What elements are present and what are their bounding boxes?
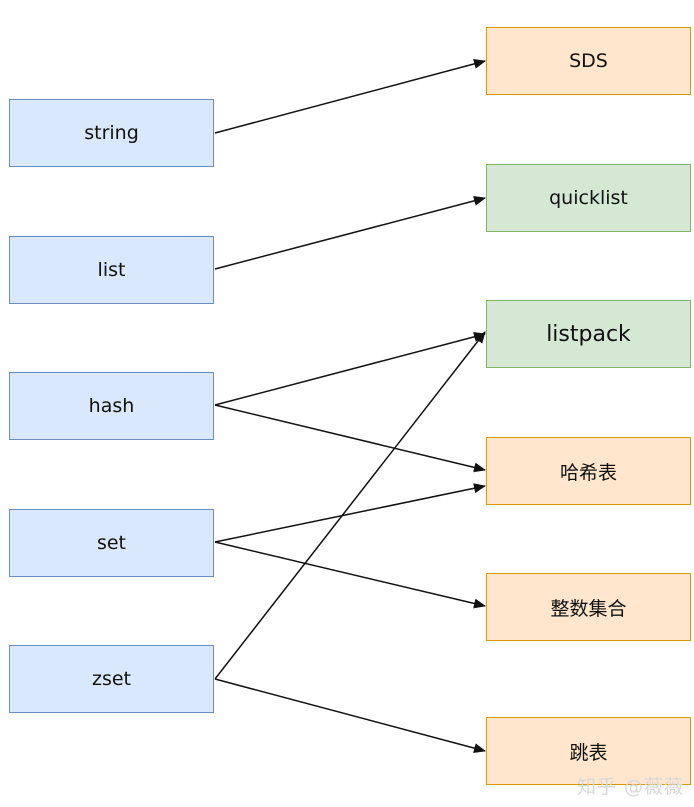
edge-string-sds — [214, 59, 486, 134]
type-set-label: set — [96, 532, 127, 554]
encoding-hashtable-box: 哈希表 — [486, 437, 691, 505]
type-string-label: string — [84, 122, 139, 144]
type-zset-box: zset — [9, 645, 214, 713]
encoding-quicklist-box: quicklist — [486, 164, 691, 232]
encoding-intset-label: 整数集合 — [550, 597, 627, 620]
watermark: 知乎 @薇薇 — [576, 776, 684, 798]
type-list-box: list — [9, 236, 214, 304]
encoding-intset-box: 整数集合 — [486, 573, 691, 641]
encoding-listpack-label: listpack — [546, 321, 631, 347]
edge-zset-listpack — [214, 331, 486, 680]
encoding-sds-box: SDS — [486, 27, 691, 95]
type-string-box: string — [9, 99, 214, 167]
type-set-box: set — [9, 509, 214, 577]
edge-set-hashtable — [214, 483, 486, 543]
edge-list-quicklist — [214, 195, 486, 270]
encoding-skiplist-label: 跳表 — [569, 741, 608, 764]
encoding-quicklist-label: quicklist — [549, 187, 628, 209]
encoding-hashtable-label: 哈希表 — [559, 461, 617, 484]
encoding-listpack-box: listpack — [486, 300, 691, 368]
edge-hash-listpack — [214, 331, 486, 406]
type-list-label: list — [97, 259, 126, 281]
type-zset-label: zset — [91, 668, 131, 690]
edge-zset-skiplist — [214, 678, 486, 753]
encoding-skiplist-box: 跳表 — [486, 717, 691, 785]
type-hash-label: hash — [88, 395, 135, 417]
type-hash-box: hash — [9, 372, 214, 440]
encoding-sds-label: SDS — [569, 50, 608, 72]
edge-hash-hashtable — [214, 404, 486, 473]
edge-set-intset — [214, 541, 486, 609]
